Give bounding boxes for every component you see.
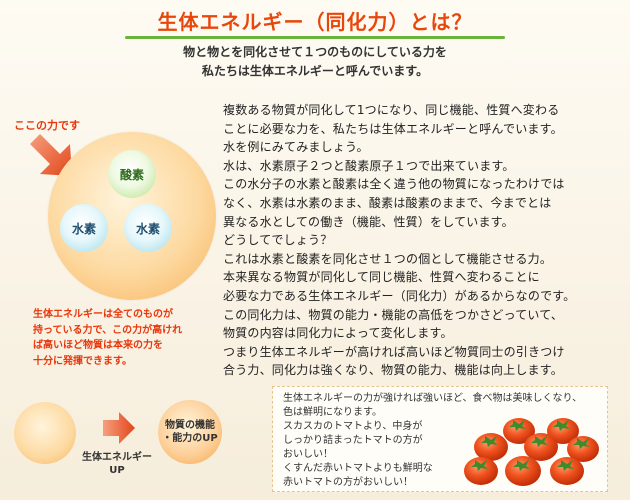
energy-note: 生体エネルギーは全てのものが 持っている力で、この力が高けれ ば高いほど物質は本… bbox=[33, 307, 208, 369]
body-line: この水分子の水素と酸素は全く違う他の物質になったわけでは bbox=[223, 177, 565, 192]
body-line: 必要な力である生体エネルギー（同化力）があるからなのです。 bbox=[223, 288, 576, 303]
tomato-line: 赤いトマトの方がおいしい！ bbox=[283, 477, 413, 488]
callout-label: ここの力です bbox=[14, 119, 80, 132]
subtitle-line: 物と物とを同化させて１つのものにしている力を bbox=[183, 45, 447, 59]
body-line: 異なる水としての働き（機能、性質）をしています。 bbox=[223, 214, 514, 229]
body-line: 物質の内容は同化力によって変化します。 bbox=[223, 326, 453, 341]
tomato-example-box: 生体エネルギーの力が強ければ強いほど、食べ物は美味しくなり、 色は鮮明になります… bbox=[272, 386, 608, 492]
body-line: 合う力、同化力は強くなり、物質の能力、機能は向上します。 bbox=[223, 363, 563, 378]
callout-arrow-icon bbox=[30, 134, 72, 176]
note-line: ば高いほど物質は本来の力を bbox=[33, 340, 163, 351]
energy-up-label: 生体エネルギー UP bbox=[75, 451, 159, 477]
atom-hydrogen-left: 水素 bbox=[60, 204, 108, 252]
result-line: ・能力のUP bbox=[162, 433, 218, 444]
tomato-line: 色は鮮明になります。 bbox=[283, 407, 382, 418]
atom-oxygen: 酸素 bbox=[108, 150, 156, 198]
low-energy-circle bbox=[14, 402, 76, 464]
note-line: 十分に発揮できます。 bbox=[33, 355, 132, 367]
explanation-text: 複数ある物質が同化して1つになり、同じ機能、性質へ変わる ことに必要な力を、私た… bbox=[223, 101, 623, 380]
body-line: つまり生体エネルギーが高ければ高いほど物質同士の引きつけ bbox=[223, 344, 565, 359]
function-up-circle: 物質の機能 ・能力のUP bbox=[158, 400, 222, 464]
tomato-line: 生体エネルギーの力が強ければ強いほど、食べ物は美味しくなり、 bbox=[283, 393, 583, 404]
body-line: 複数ある物質が同化して1つになり、同じ機能、性質へ変わる bbox=[223, 103, 560, 117]
title-underline bbox=[125, 36, 505, 39]
note-line: 持っている力で、この力が高けれ bbox=[33, 324, 183, 336]
tomato-line: スカスカのトマトより、中身が bbox=[283, 421, 423, 432]
body-line: なく、水素は水素のまま、酸素は酸素のままで、今までとは bbox=[223, 195, 552, 210]
subtitle-line: 私たちは生体エネルギーと呼んでいます。 bbox=[201, 64, 429, 78]
tomato-line: くすんだ赤いトマトよりも鮮明な bbox=[283, 463, 433, 474]
body-line: ことに必要な力を、私たちは生体エネルギーと呼んでいます。 bbox=[223, 121, 563, 136]
body-line: どうしてでしょう？ bbox=[223, 233, 333, 248]
body-line: 水を例にみてみましょう。 bbox=[223, 140, 369, 155]
up-label-line: 生体エネルギー bbox=[82, 452, 152, 463]
note-line: 生体エネルギーは全てのものが bbox=[33, 309, 173, 320]
energy-circle: 酸素 水素 水素 bbox=[48, 132, 216, 300]
tomato-line: おいしい！ bbox=[283, 449, 333, 460]
body-line: この同化力は、物質の能力・機能の高低をつかさどっていて、 bbox=[223, 307, 564, 322]
body-line: 本来異なる物質が同化して同じ機能、性質へ変わることに bbox=[223, 270, 540, 285]
right-arrow-icon bbox=[103, 412, 135, 444]
atom-hydrogen-right: 水素 bbox=[124, 204, 172, 252]
body-line: 水は、水素原子２つと酸素原子１つで出来ています。 bbox=[223, 158, 515, 173]
result-line: 物質の機能 bbox=[165, 420, 215, 431]
page-title: 生体エネルギー（同化力）とは？ bbox=[157, 10, 473, 34]
body-line: これは水素と酸素を同化させ１つの個として機能させる力。 bbox=[223, 251, 553, 266]
tomato-line: しっかり詰まったトマトの方が bbox=[283, 435, 423, 446]
page-subtitle: 物と物とを同化させて１つのものにしている力を 私たちは生体エネルギーと呼んでいま… bbox=[0, 43, 630, 81]
up-label-line: UP bbox=[109, 465, 125, 476]
tomato-text: 生体エネルギーの力が強ければ強いほど、食べ物は美味しくなり、 色は鮮明になります… bbox=[283, 392, 603, 490]
tomatoes-image bbox=[464, 418, 599, 486]
